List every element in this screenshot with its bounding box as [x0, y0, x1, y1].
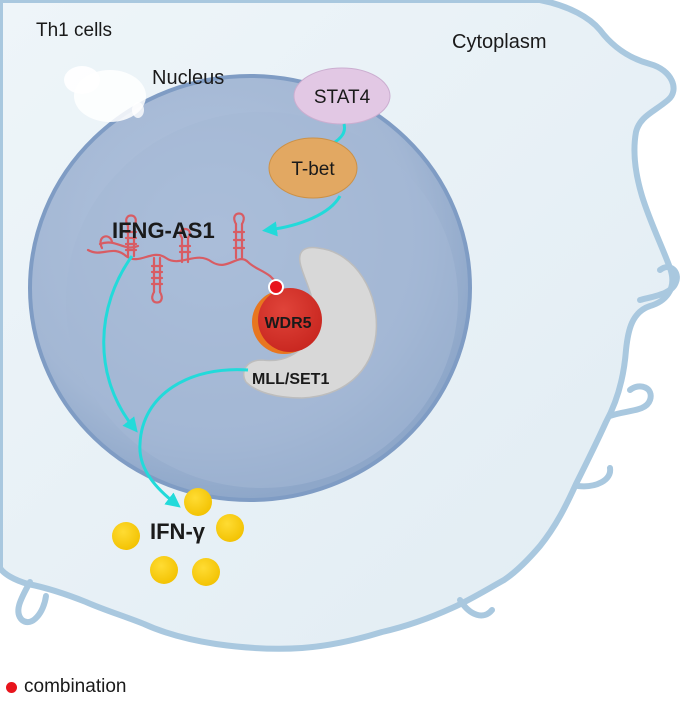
- tbet-to-ifng-as1-arrow: [262, 195, 342, 237]
- membrane-protrusion: [575, 465, 614, 490]
- stat4-node: [293, 67, 391, 125]
- ifng-as1-rna: [86, 212, 280, 304]
- membrane-protrusion: [457, 597, 495, 619]
- mll-set1-complex: [242, 246, 378, 399]
- mll-set1-label: MLL/SET1: [252, 371, 329, 388]
- ifn-gamma-cluster: [112, 488, 244, 586]
- stat4-label: STAT4: [314, 87, 371, 108]
- ifng-as1-label: IFNG-AS1: [112, 218, 215, 243]
- ifn-gamma-label: IFN-γ: [150, 519, 206, 544]
- cytoplasm-label: Cytoplasm: [452, 31, 546, 53]
- wdr5-label: WDR5: [264, 315, 311, 332]
- ifn-gamma-molecule: [192, 558, 220, 586]
- wdr5-node: [258, 288, 322, 352]
- mll-set1-to-ifn-gamma-arrow: [138, 368, 249, 508]
- ifn-gamma-molecule: [184, 488, 212, 516]
- ifn-gamma-molecule: [112, 522, 140, 550]
- cell-type-label: Th1 cells: [36, 20, 112, 41]
- legend-label: combination: [24, 676, 127, 697]
- tbet-node: [268, 137, 358, 199]
- legend: combination: [6, 676, 126, 698]
- ifn-gamma-molecule: [216, 514, 244, 542]
- ifn-gamma-molecule: [150, 556, 178, 584]
- tbet-label: T-bet: [291, 159, 335, 180]
- combination-marker: [268, 279, 284, 295]
- nucleus-shine: [132, 102, 144, 118]
- membrane-protrusion: [607, 383, 654, 419]
- membrane-protrusion: [15, 579, 49, 625]
- nucleus-shine: [64, 66, 100, 94]
- combination-legend-dot-icon: [6, 681, 17, 693]
- ifng-as1-to-ifn-gamma-arrow: [102, 255, 138, 433]
- nucleus-label: Nucleus: [152, 67, 224, 89]
- membrane-protrusion: [637, 264, 680, 303]
